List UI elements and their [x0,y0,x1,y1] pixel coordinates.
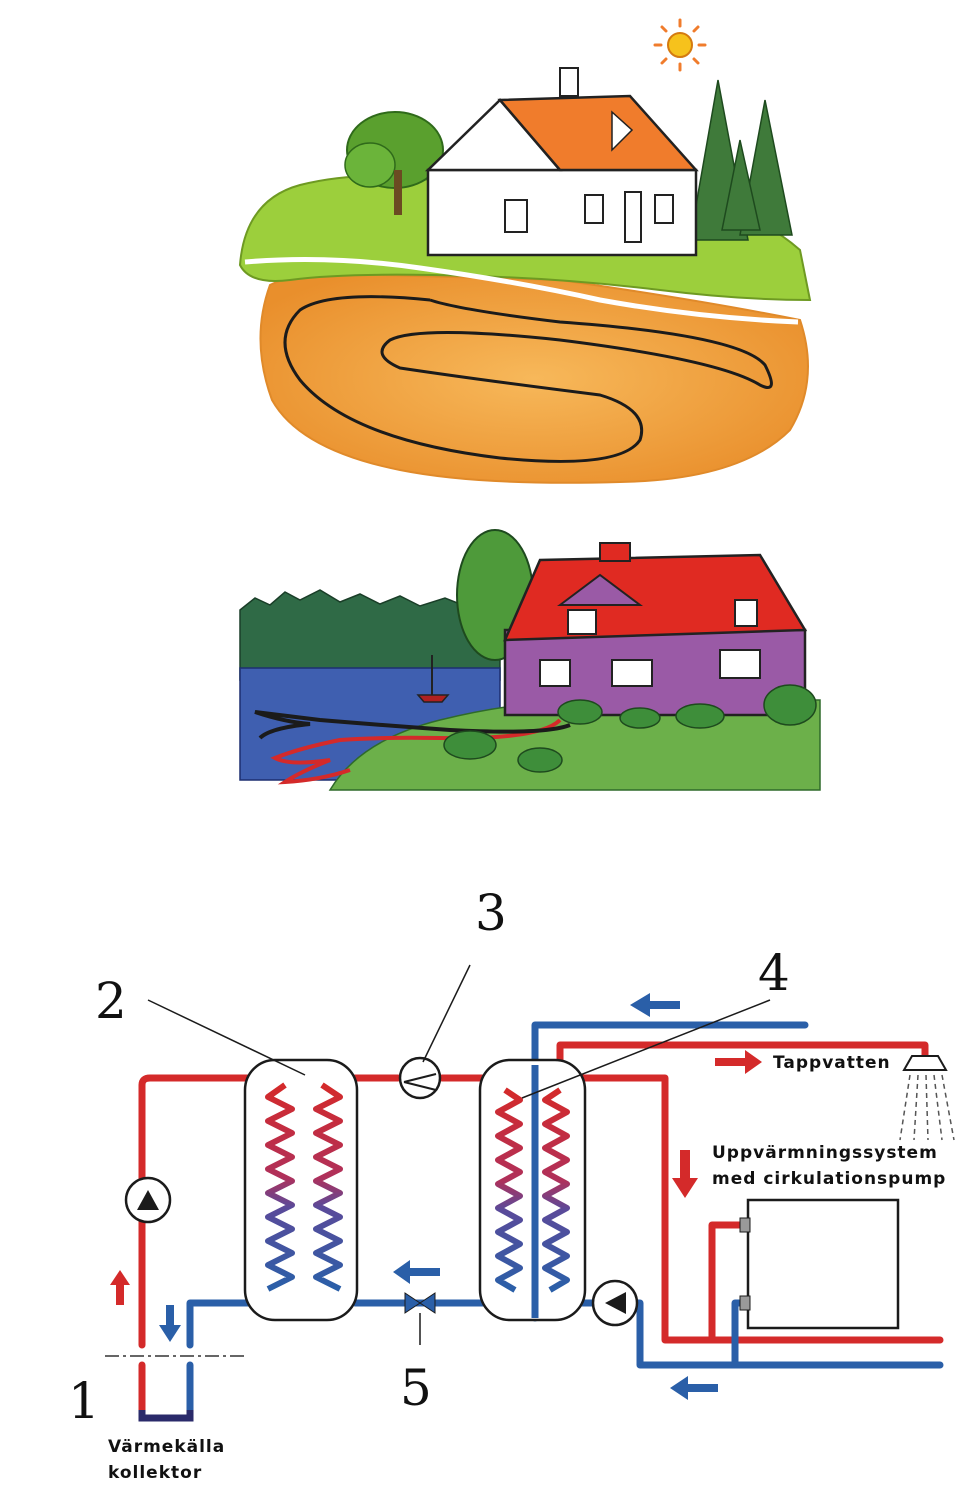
label-number-4: 4 [758,944,790,1002]
label-heat-source-line2: kollektor [108,1463,202,1483]
label-number-3: 3 [475,884,507,942]
expansion-valve-icon [404,1292,436,1314]
heat-pump-schematic: 2 3 4 1 5 Tappvatten Uppvärmningssystem … [68,884,955,1483]
ground-collector-scene [238,18,812,484]
lake-collector-scene [239,529,821,791]
pump-icon [124,1176,172,1224]
evaporator-coil-right [313,1082,343,1292]
bushes [443,684,817,773]
label-number-1: 1 [68,1372,100,1430]
condenser-tank [478,1058,587,1322]
sun-icon [653,18,707,72]
house-white [424,67,699,257]
label-tappvatten: Tappvatten [773,1053,891,1073]
evaporator-tank [243,1058,359,1322]
flow-arrow-icon [110,993,762,1400]
condenser-coil-left [495,1087,523,1293]
ground-collector-pipe [283,295,773,463]
shower-icon [899,1055,955,1141]
evaporator-coil-left [265,1082,295,1292]
source-collector-loop [138,1410,194,1422]
label-heat-source-line1: Värmekälla [108,1437,225,1457]
radiator-icon [746,1198,900,1330]
label-number-5: 5 [400,1359,432,1417]
label-heating-system-line1: Uppvärmningssystem [712,1143,938,1163]
boat [416,655,450,703]
condenser-coil-right [542,1087,570,1293]
house-purple [503,542,808,717]
label-number-2: 2 [95,972,127,1030]
tree [344,111,444,215]
label-heating-system-line2: med cirkulationspump [712,1169,946,1189]
soil-area [259,272,809,484]
pump-icon [591,1279,639,1327]
lake-collector-pipe-cold [254,710,571,740]
leader-lines [147,964,771,1345]
compressor-icon [398,1056,442,1100]
conifers [689,79,793,241]
